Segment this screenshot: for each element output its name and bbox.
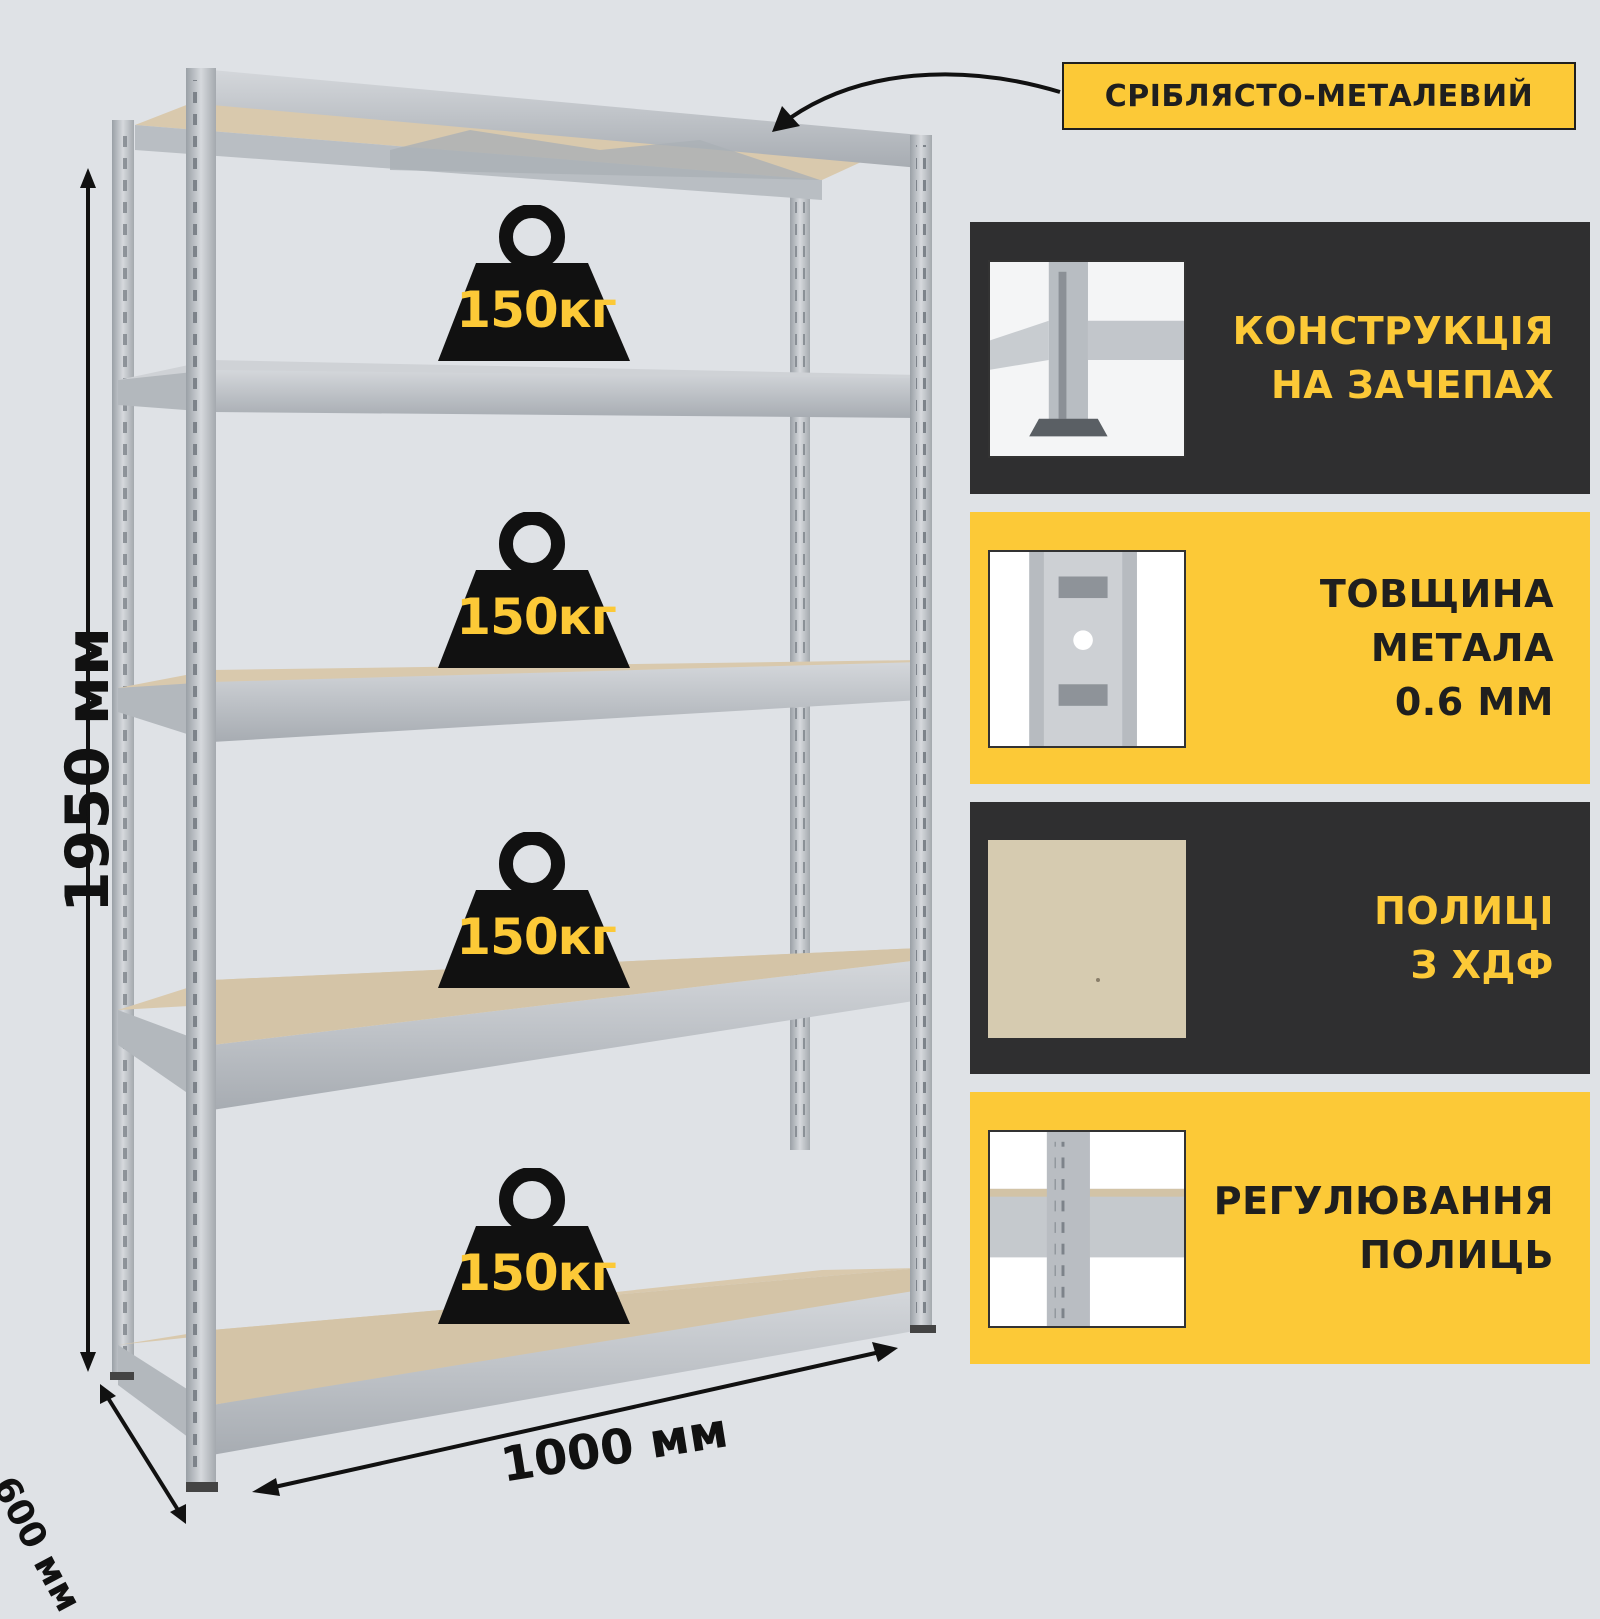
- weight-badge-2: 150кг: [436, 512, 636, 672]
- feature-line: 0.6 ММ: [1394, 680, 1554, 724]
- feature-line: ПОЛИЦЬ: [1359, 1233, 1554, 1277]
- feature-line: КОНСТРУКЦІЯ: [1232, 309, 1554, 353]
- feature-line: МЕТАЛА: [1370, 626, 1554, 670]
- shelf-2: [118, 360, 920, 418]
- feature-metal-thickness: ТОВЩИНА МЕТАЛА 0.6 ММ: [970, 512, 1590, 784]
- height-arrow: [80, 168, 96, 1372]
- color-callout-arrow: [772, 72, 1061, 132]
- shelf-1: [135, 70, 920, 200]
- weight-label: 150кг: [456, 588, 616, 646]
- shelf-adjust-photo-icon: [988, 1130, 1186, 1328]
- height-label: 1950 мм: [53, 627, 123, 913]
- weight-badge-3: 150кг: [436, 832, 636, 992]
- weight-label: 150кг: [456, 908, 616, 966]
- feature-line: НА ЗАЧЕПАХ: [1270, 363, 1554, 407]
- feature-line: З ХДФ: [1410, 943, 1554, 987]
- weight-label: 150кг: [456, 281, 616, 339]
- shelf-4: [118, 948, 920, 1110]
- feature-line: РЕГУЛЮВАННЯ: [1213, 1179, 1554, 1223]
- color-label: СРІБЛЯСТО-МЕТАЛЕВИЙ: [1062, 62, 1576, 130]
- feature-hdf-shelves: ПОЛИЦІ З ХДФ: [970, 802, 1590, 1074]
- front-upright-right: [110, 135, 936, 1380]
- hdf-board-photo-icon: [988, 840, 1186, 1038]
- feature-shelf-adjustment: РЕГУЛЮВАННЯ ПОЛИЦЬ: [970, 1092, 1590, 1364]
- weight-badge-4: 150кг: [436, 1168, 636, 1328]
- back-upright-left: [112, 120, 134, 1380]
- feature-hook-construction: КОНСТРУКЦІЯ НА ЗАЧЕПАХ: [970, 222, 1590, 494]
- upright-profile-photo-icon: [988, 550, 1186, 748]
- feature-line: ПОЛИЦІ: [1374, 889, 1554, 933]
- weight-label: 150кг: [456, 1244, 616, 1302]
- front-upright-left: [186, 68, 218, 1492]
- width-arrow: [252, 1342, 898, 1496]
- depth-arrow: [100, 1384, 186, 1524]
- hook-corner-photo-icon: [988, 260, 1186, 458]
- feature-line: ТОВЩИНА: [1319, 572, 1554, 616]
- weight-badge-1: 150кг: [436, 205, 636, 365]
